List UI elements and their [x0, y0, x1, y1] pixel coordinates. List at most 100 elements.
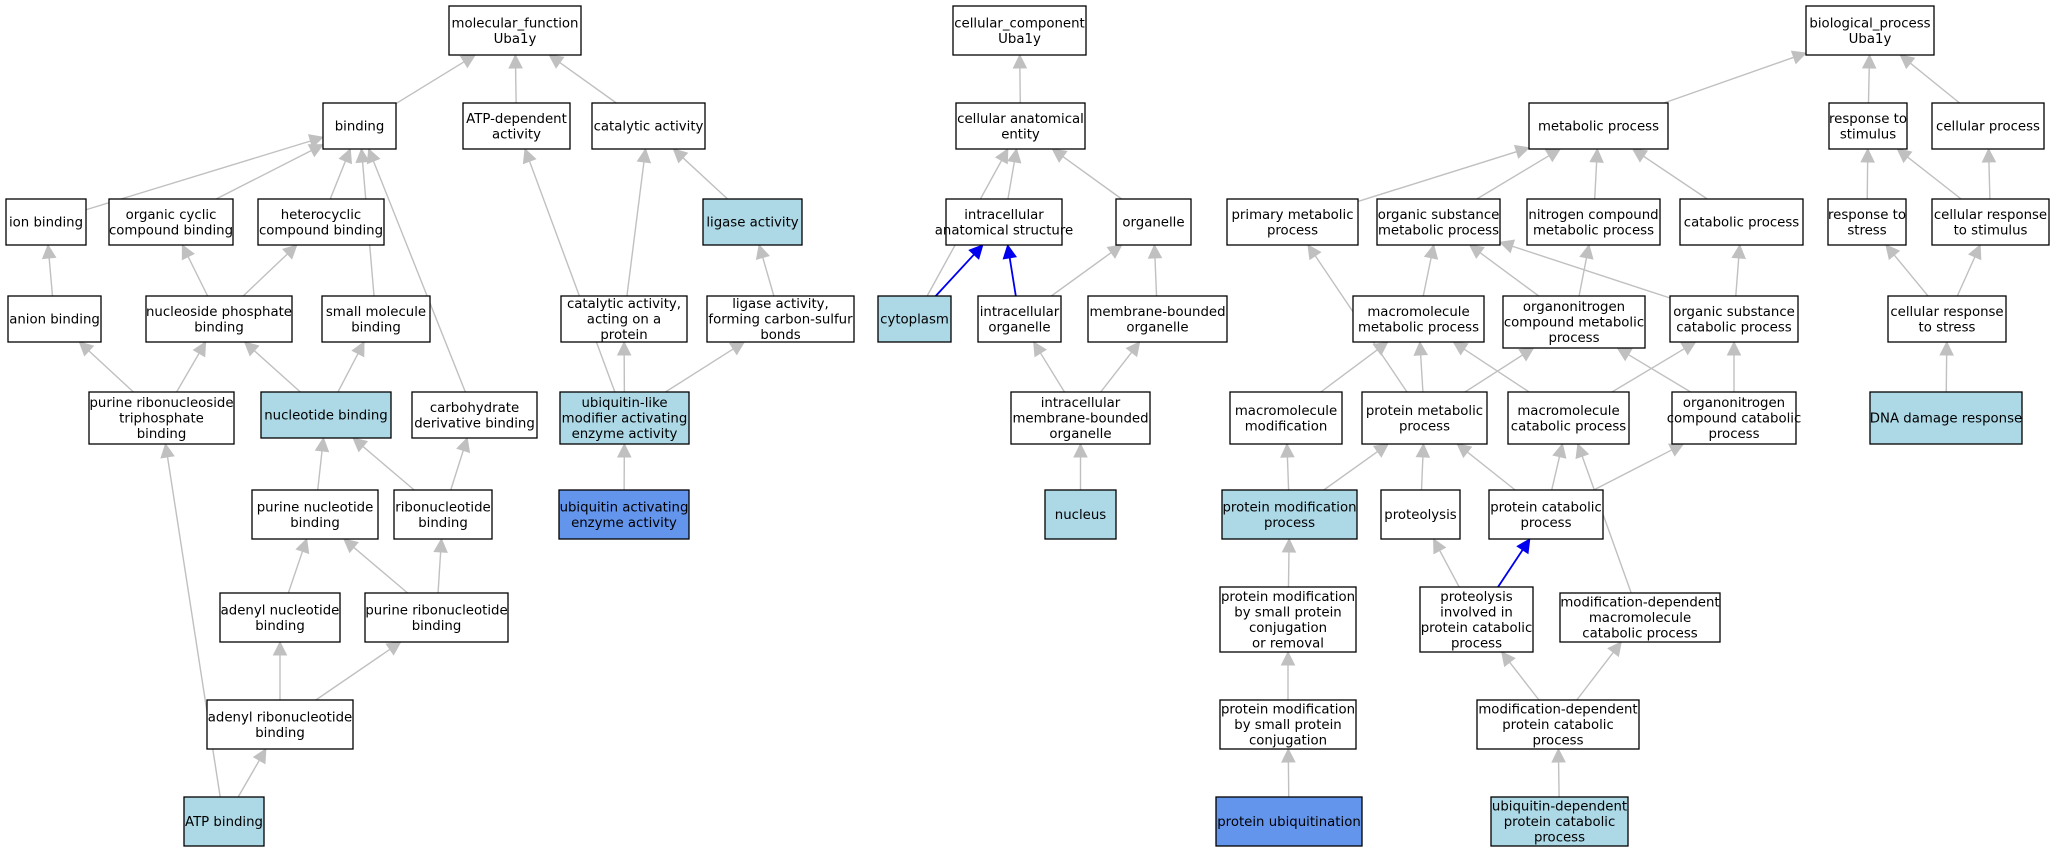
node-label-line: catalytic activity, — [567, 297, 681, 312]
node-label-line: organic cyclic — [126, 208, 217, 223]
node-metab[interactable]: metabolic process — [1528, 102, 1669, 150]
edge-ligase-to-catal — [672, 148, 729, 200]
edge-nucb-to-nsphosb — [243, 341, 301, 393]
node-label-line: protein modification — [1221, 590, 1355, 605]
edge-intmemb-to-intorg — [1033, 341, 1066, 393]
node-anionb[interactable]: anion binding — [7, 295, 102, 343]
node-organelle[interactable]: organelle — [1115, 198, 1192, 246]
node-dnadmg[interactable]: DNA damage response — [1869, 391, 2023, 445]
edge-protcat-to-orgnitcat — [1593, 443, 1685, 491]
node-label-line: catabolic process — [1582, 627, 1697, 642]
node-label-line: conjugation — [1249, 621, 1327, 636]
node-proteolysis[interactable]: proteolysis — [1380, 489, 1461, 540]
node-box — [1087, 295, 1228, 343]
node-ionb[interactable]: ion binding — [5, 198, 87, 246]
node-atpb[interactable]: ATP binding — [183, 796, 265, 847]
node-cytoplasm[interactable]: cytoplasm — [877, 295, 952, 343]
node-label-line: nucleotide binding — [264, 409, 388, 424]
node-ligcs[interactable]: ligase activity,forming carbon-sulfurbon… — [706, 295, 855, 343]
node-label-line: nucleoside phosphate — [146, 305, 292, 320]
edge-adennuc-to-purnuc — [287, 537, 310, 594]
node-cellproc[interactable]: cellular process — [1931, 102, 2045, 150]
edge-carbder-to-binding — [366, 147, 466, 393]
node-catab[interactable]: catabolic process — [1679, 198, 1804, 246]
node-ligase[interactable]: ligase activity — [702, 198, 803, 246]
edge-protmet-to-orgnitmet — [1464, 347, 1535, 393]
node-label-line: protein ubiquitination — [1217, 815, 1361, 830]
edge-intorg-to-organelle — [1050, 244, 1123, 297]
node-box — [448, 5, 582, 56]
node-label-line: ubiquitin-dependent — [1492, 800, 1627, 815]
node-box — [1215, 796, 1363, 847]
node-box — [206, 699, 354, 750]
node-label-line: carbohydrate — [430, 401, 519, 416]
edge-pmsmconj-to-pmsmall — [1280, 650, 1296, 700]
node-label-line: catabolic process — [1511, 419, 1626, 434]
node-binding[interactable]: binding — [322, 102, 397, 150]
edge-ligcs-to-ligase — [755, 243, 775, 297]
node-catal[interactable]: catalytic activity — [591, 102, 706, 150]
node-box — [559, 391, 690, 445]
node-box — [1528, 102, 1669, 150]
node-box — [558, 489, 690, 540]
node-label-line: binding — [412, 619, 462, 634]
node-box — [1219, 699, 1357, 750]
edge-moddepmacro-to-macrocat — [1575, 442, 1632, 594]
node-box — [1229, 391, 1343, 445]
edge-catal-to-mf — [548, 54, 617, 104]
node-box — [145, 295, 293, 343]
node-box — [591, 102, 706, 150]
node-box — [1887, 295, 2007, 343]
node-label-line: small molecule — [326, 305, 426, 320]
node-nucb[interactable]: nucleotide binding — [260, 391, 392, 439]
edge-nucb-to-smallmol — [337, 341, 365, 393]
node-moddepmacro[interactable]: modification-dependentmacromoleculecatab… — [1559, 592, 1721, 643]
node-nucleus[interactable]: nucleus — [1044, 489, 1117, 540]
node-protubiq[interactable]: protein ubiquitination — [1215, 796, 1363, 847]
